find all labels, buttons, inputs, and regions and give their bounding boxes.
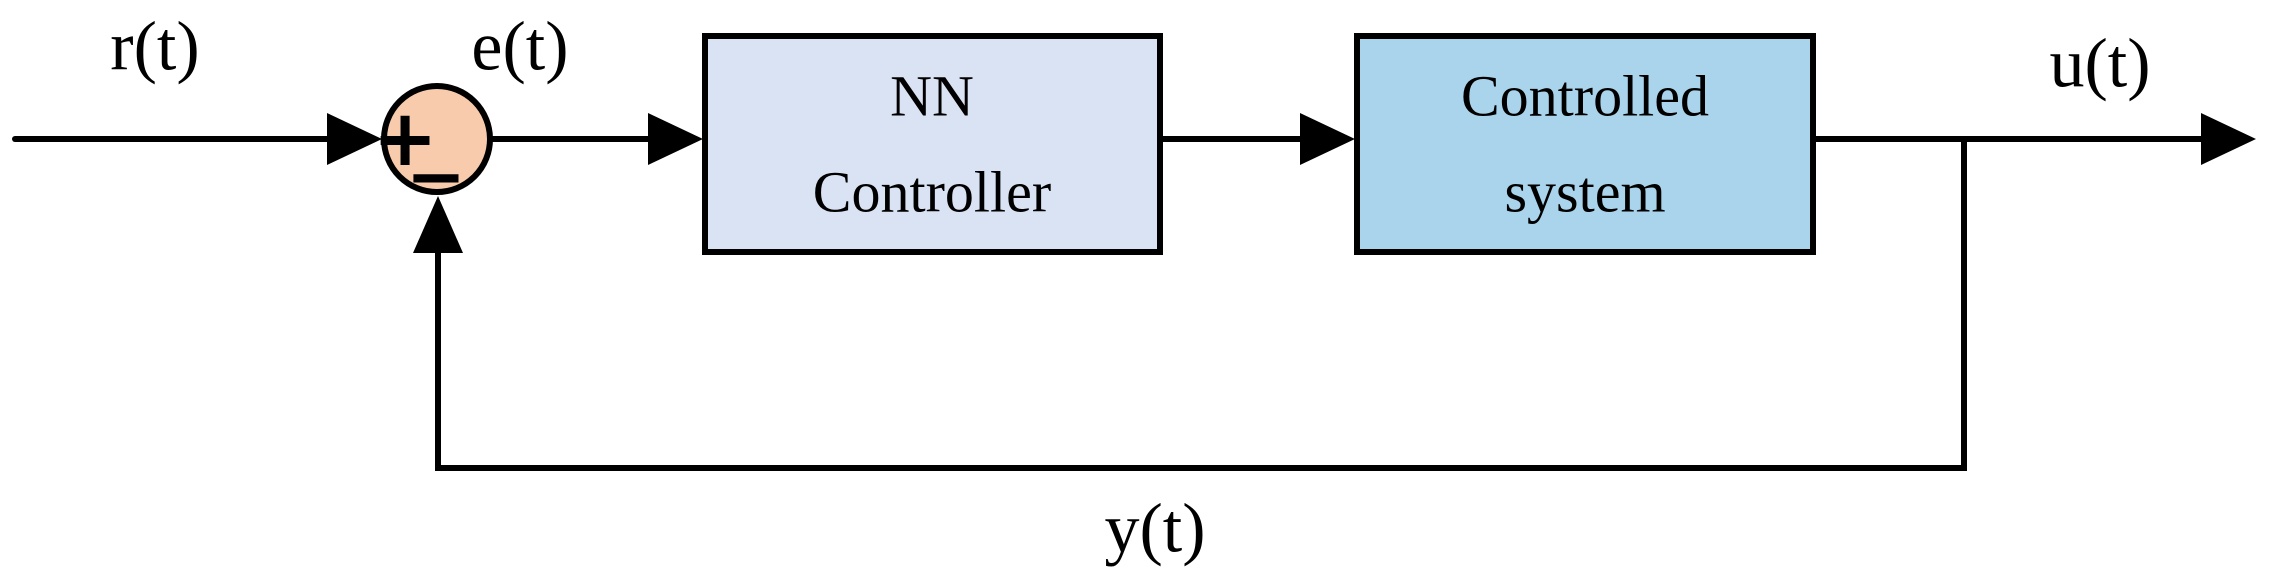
output-arrowhead-icon: [2201, 113, 2256, 165]
summing-plus-sign: +: [372, 94, 437, 184]
controlled-system-label-line1: Controlled: [1461, 64, 1709, 129]
nn-controller-label-line2: Controller: [813, 160, 1051, 225]
controlled-system-rect: [1354, 33, 1816, 255]
plant-input-arrowhead-icon: [1300, 113, 1355, 165]
control-output-signal-label: u(t): [2049, 26, 2150, 103]
nn-controller-label-line1: NN: [890, 64, 974, 129]
nn-controller-rect: [702, 33, 1163, 255]
block-nn-controller: NN Controller: [702, 33, 1163, 255]
error-signal-label: e(t): [471, 9, 568, 86]
controller-input-arrowhead-icon: [648, 113, 703, 165]
feedback-arrowhead-icon: [413, 196, 463, 253]
signal-labels: r(t) e(t) u(t) y(t): [110, 9, 2150, 568]
block-controlled-system: Controlled system: [1354, 33, 1816, 255]
summing-junction-circle: [381, 83, 493, 195]
arrowheads: [327, 113, 2256, 253]
summing-minus-sign: −: [406, 134, 466, 218]
feedback-wire: [435, 139, 1967, 471]
reference-signal-label: r(t): [110, 9, 199, 86]
feedback-signal-label: y(t): [1104, 491, 1205, 568]
wires: [12, 136, 2204, 471]
summing-junction: + −: [372, 83, 493, 218]
sum-input-arrowhead-icon: [327, 113, 382, 165]
controlled-system-label-line2: system: [1504, 160, 1665, 225]
